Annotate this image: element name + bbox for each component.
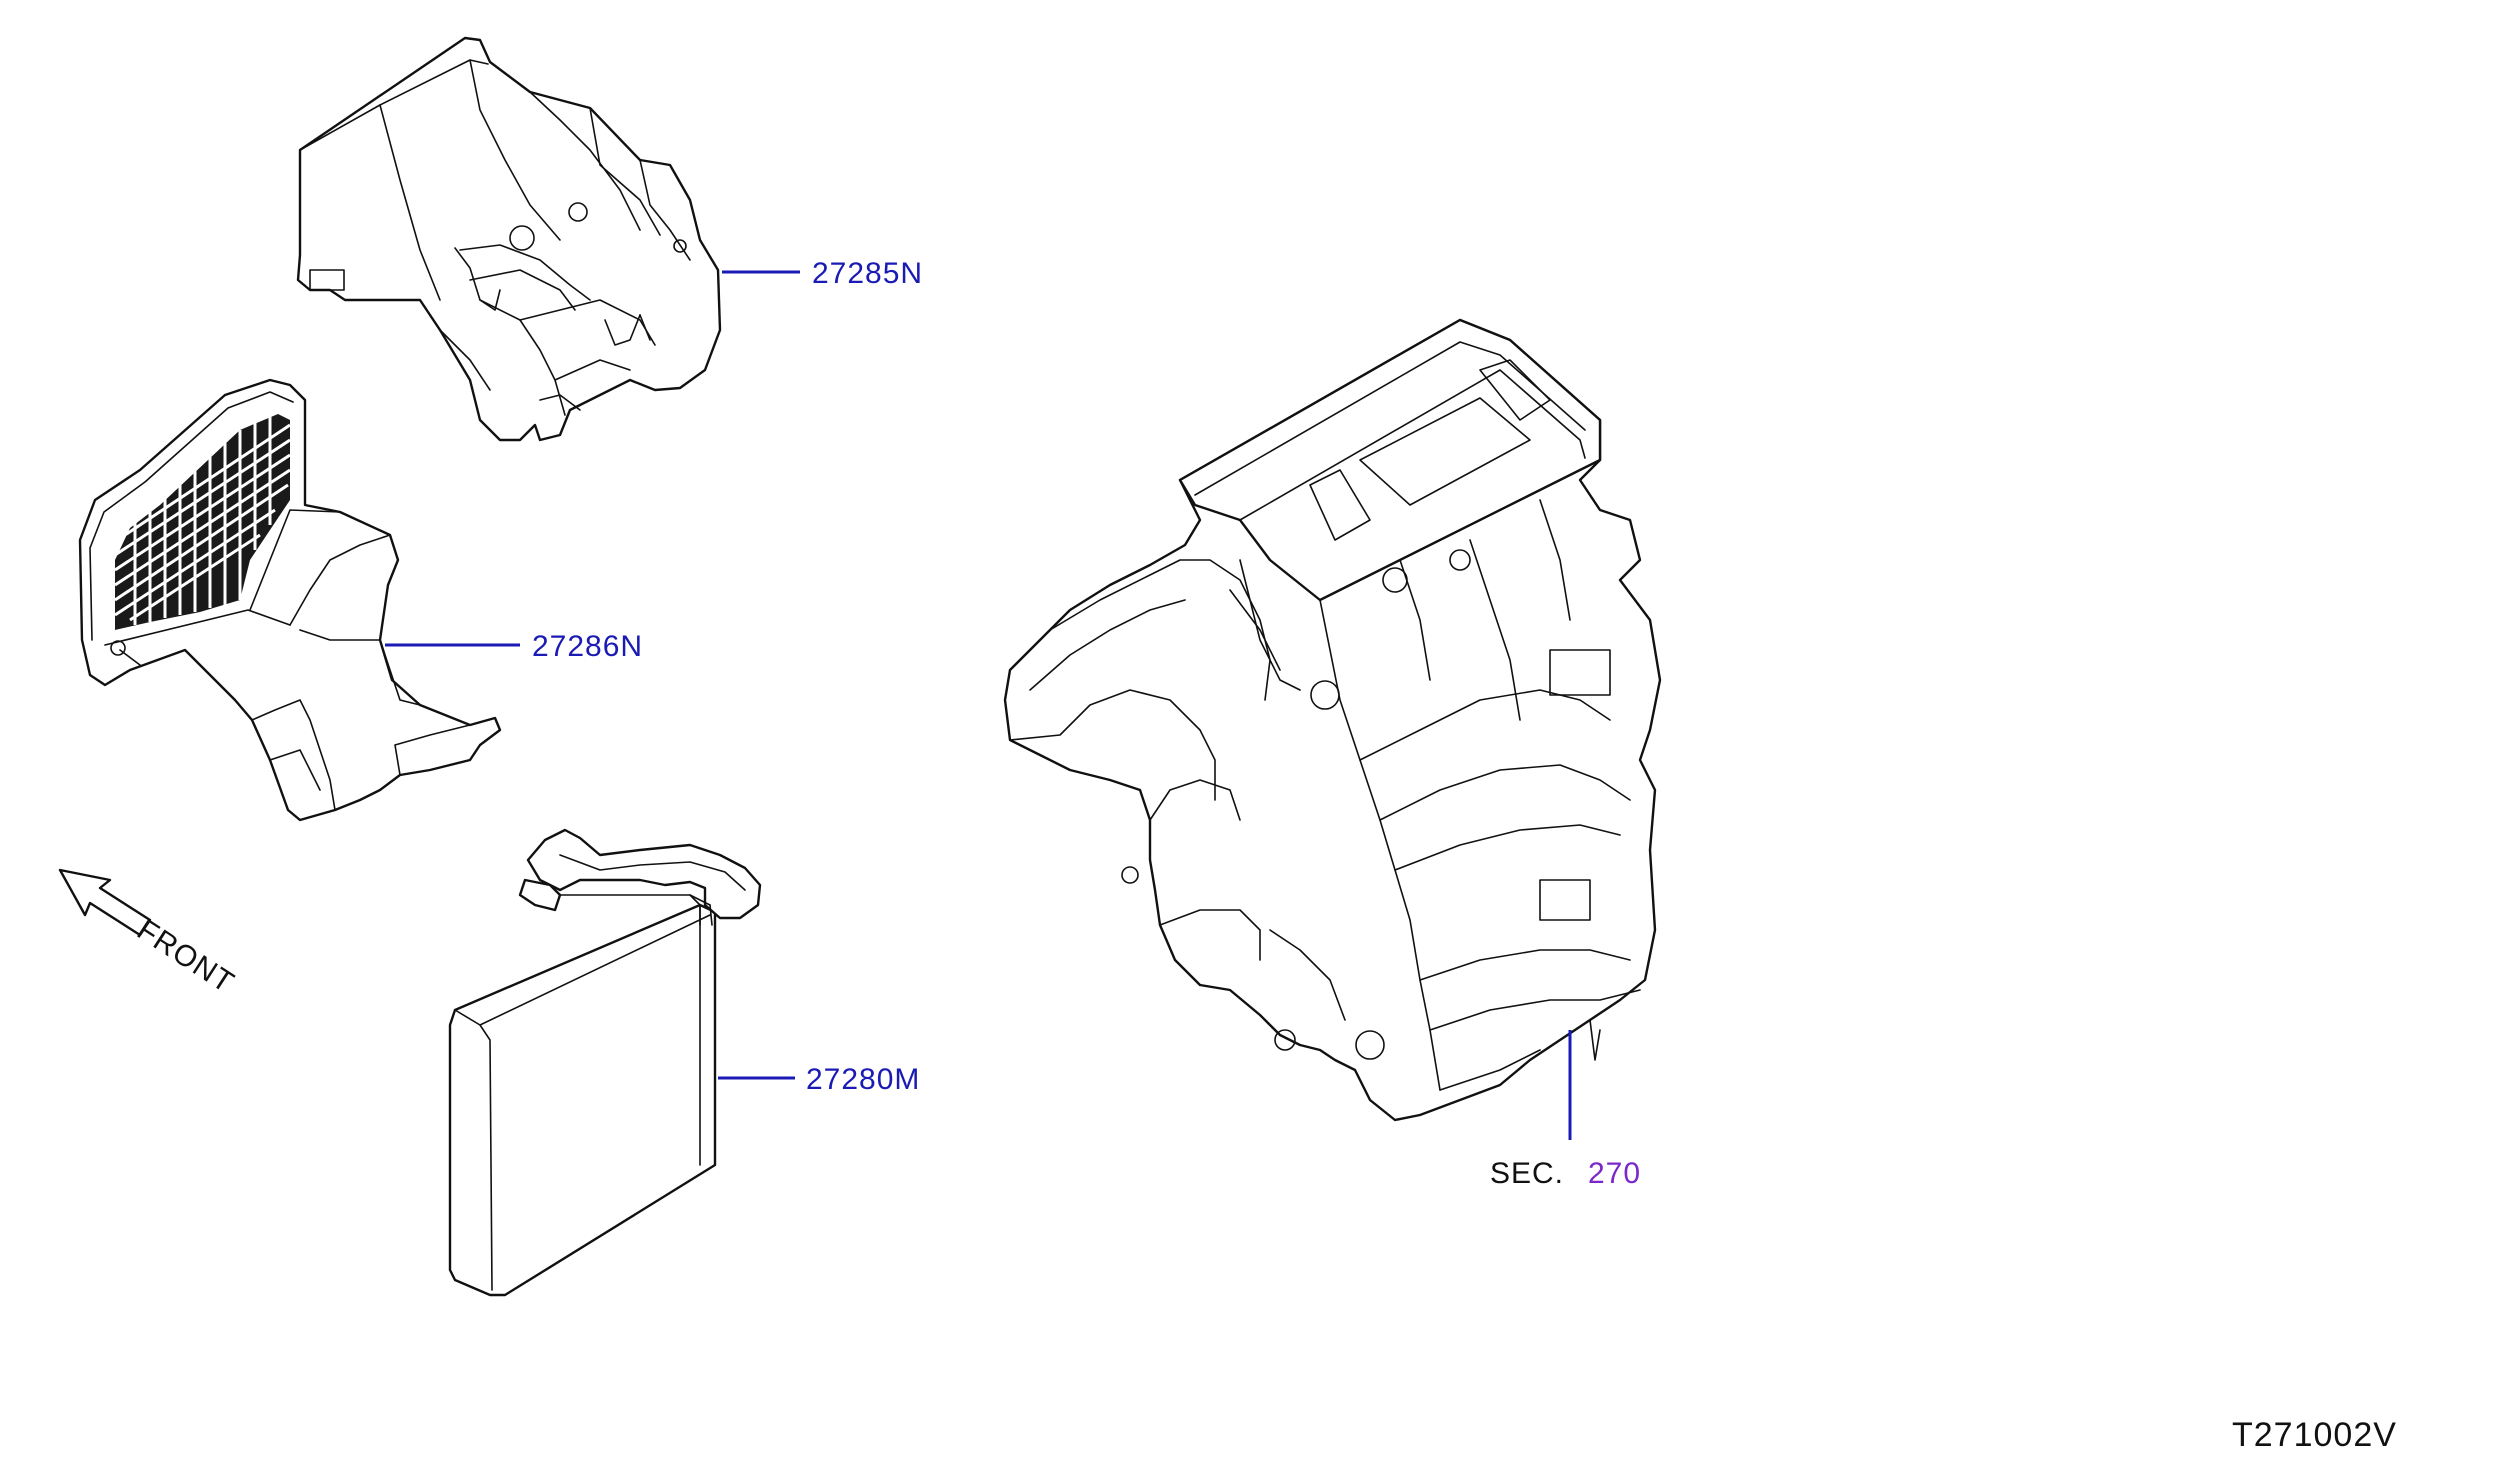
label-sec-number[interactable]: 270: [1588, 1157, 1641, 1190]
label-sec-prefix: SEC.: [1490, 1157, 1564, 1190]
label-drawing-code: T271002V: [2232, 1416, 2397, 1454]
label-front: FRONT: [131, 913, 240, 1000]
front-arrow-icon: [58, 868, 152, 937]
heater-core-27280m-drawing: [448, 828, 762, 1297]
filter-grille: [114, 414, 291, 630]
label-27285n[interactable]: 27285N: [812, 257, 923, 290]
label-27280m[interactable]: 27280M: [806, 1063, 920, 1096]
duct-27285n-drawing: [296, 36, 722, 442]
hvac-unit-drawing: [1003, 318, 1662, 1122]
label-27286n[interactable]: 27286N: [532, 630, 643, 663]
